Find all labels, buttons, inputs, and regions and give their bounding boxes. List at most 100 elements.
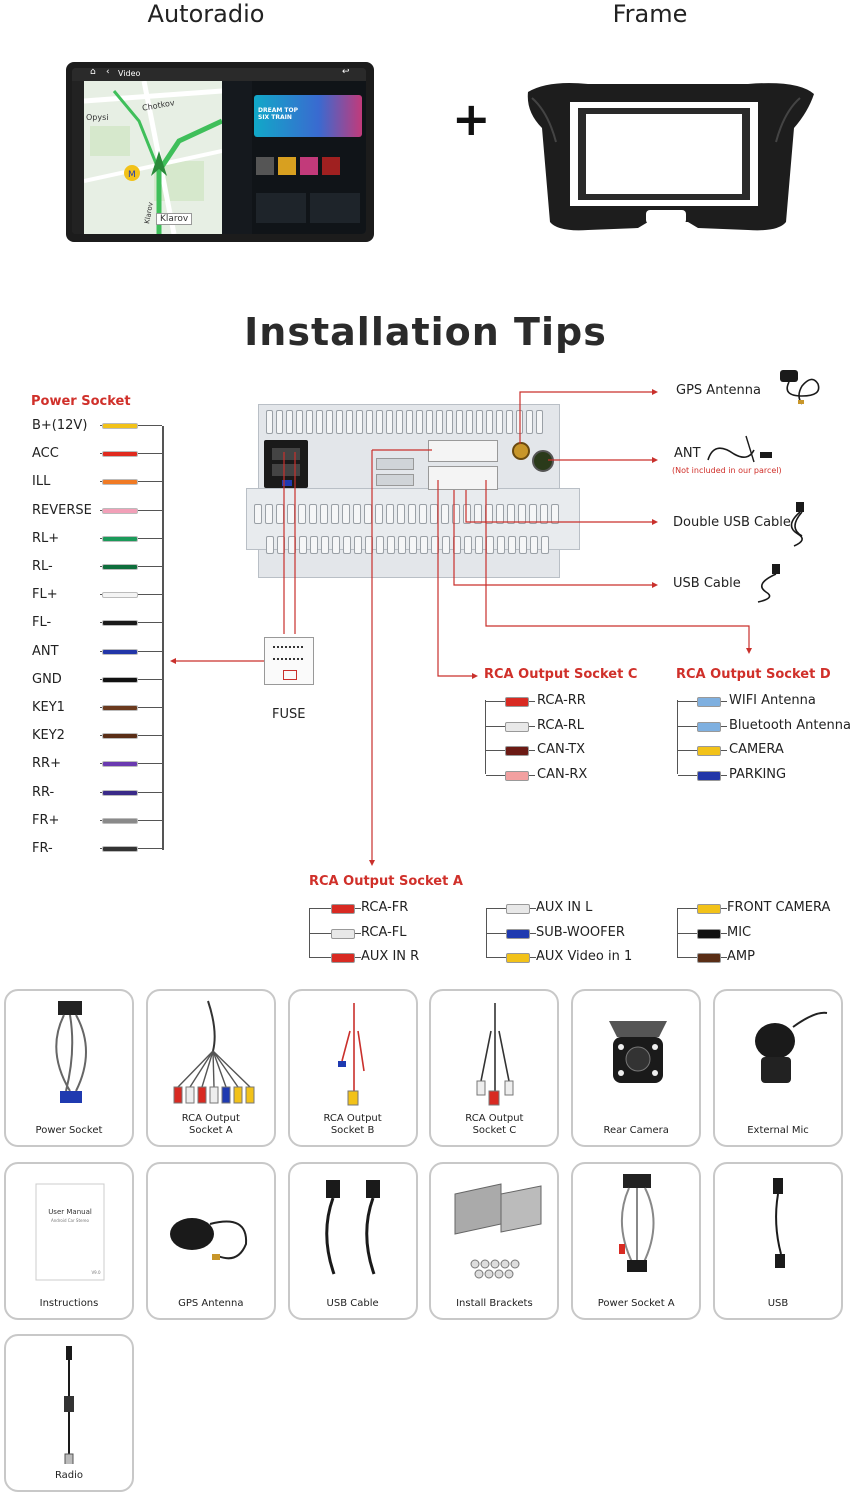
vent-slot: [476, 410, 483, 434]
double-usb-cable-icon: [790, 502, 804, 547]
screen-status-bar: ⌂ ‹ Video ↩: [72, 68, 366, 81]
vent-slot: [496, 504, 504, 524]
ant-antenna-icon: [707, 435, 772, 463]
rca-socket-c-title: RCA Output Socket C: [484, 667, 638, 682]
vent-slot: [406, 410, 413, 434]
vent-slot: [463, 504, 471, 524]
svg-text:Android Car Stereo: Android Car Stereo: [51, 1218, 89, 1223]
rca-socket-d-title: RCA Output Socket D: [676, 667, 831, 682]
home-icon[interactable]: ⌂: [90, 68, 96, 77]
fuse-block: [264, 637, 314, 685]
album-thumb[interactable]: [300, 157, 318, 175]
vent-slot: [266, 410, 273, 434]
vent-slot: [419, 504, 427, 524]
svg-text:User Manual: User Manual: [48, 1208, 92, 1216]
map-roads: M: [84, 81, 222, 234]
vent-slot: [441, 504, 449, 524]
double-usb-label: Double USB Cable: [673, 515, 791, 530]
wire-color-swatch: [102, 817, 138, 824]
vent-slot: [376, 410, 383, 434]
vent-slot: [452, 504, 460, 524]
vent-slot: [496, 410, 503, 434]
install-brackets-icon: [454, 1183, 542, 1279]
rca-wire-label: Bluetooth Antenna: [729, 717, 851, 733]
vent-slot: [296, 410, 303, 434]
playlist-panel[interactable]: [256, 193, 306, 223]
vent-slot: [376, 536, 384, 554]
accessory-label: Instructions: [39, 1298, 99, 1309]
vent-slot: [426, 410, 433, 434]
wire-color-swatch: [102, 564, 138, 570]
album-thumb[interactable]: [256, 157, 274, 175]
power-wire-label: RL-: [32, 559, 53, 574]
vent-slot: [298, 504, 306, 524]
vent-slot: [321, 536, 329, 554]
rear-camera-icon: [609, 1021, 668, 1083]
rca-socket-a-icon: [173, 1000, 255, 1104]
vent-slot: [507, 504, 515, 524]
navigation-map[interactable]: M Chotkov Opysi Klarov Klarov: [84, 81, 222, 234]
music-banner[interactable]: DREAM TOP SIX TRAIN: [254, 95, 362, 137]
vent-slot: [366, 410, 373, 434]
music-banner-text: DREAM TOP SIX TRAIN: [258, 107, 298, 121]
vent-slot: [342, 504, 350, 524]
vent-slot: [436, 410, 443, 434]
power-wire-label: FR+: [32, 812, 60, 828]
rca-a-bracket: [309, 908, 310, 958]
vent-slot: [398, 536, 406, 554]
vent-slot: [332, 536, 340, 554]
svg-text:M: M: [128, 170, 136, 180]
wire-color-swatch: [102, 535, 138, 542]
accessory-card-external-mic: External Mic: [713, 989, 843, 1147]
vent-slot: [530, 536, 538, 554]
wire-color-swatch: [102, 789, 138, 796]
rca-plug-icon: [697, 697, 721, 707]
vent-slot: [456, 410, 463, 434]
back-chevron-icon[interactable]: ‹: [106, 68, 110, 77]
rca-plug-icon: [505, 770, 529, 781]
svg-text:V9.0: V9.0: [91, 1270, 101, 1275]
vent-slot: [526, 410, 533, 434]
radio-antenna-jack[interactable]: [532, 450, 554, 472]
rca-wire-label: CAN-RX: [537, 766, 588, 782]
frame-label: Frame: [612, 0, 688, 28]
accessory-card-power-socket: Power Socket: [4, 989, 134, 1147]
vent-slot: [265, 504, 273, 524]
radio-unit-back: [246, 404, 580, 578]
vent-slot: [409, 536, 417, 554]
mount-clip: [376, 458, 414, 470]
album-thumb[interactable]: [322, 157, 340, 175]
vent-slot: [397, 504, 405, 524]
power-socket-icon: [55, 1001, 87, 1103]
gps-antenna-jack[interactable]: [512, 442, 530, 460]
music-app[interactable]: DREAM TOP SIX TRAIN: [222, 81, 366, 234]
rca-plug-icon: [505, 721, 529, 732]
vent-slot: [309, 504, 317, 524]
rca-connector-bottom[interactable]: [428, 466, 498, 490]
return-icon[interactable]: ↩: [342, 68, 350, 77]
vent-slot: [386, 504, 394, 524]
connection-lines: [170, 389, 752, 866]
power-wire-label: REVERSE: [32, 502, 92, 518]
wire-color-swatch: [102, 507, 138, 514]
map-label-klarov: Klarov: [156, 213, 193, 225]
vent-slot: [474, 504, 482, 524]
unit-vents: [266, 410, 556, 436]
accessory-card-rear-camera: Rear Camera: [571, 989, 702, 1147]
accessory-card-power-socket-a: Power Socket A: [571, 1162, 702, 1320]
rca-connector-top[interactable]: [428, 440, 498, 462]
rca-a-bracket: [677, 908, 678, 958]
vent-slot: [254, 504, 262, 524]
power-connector[interactable]: [264, 440, 308, 488]
album-thumb[interactable]: [278, 157, 296, 175]
vent-slot: [354, 536, 362, 554]
vent-slot: [442, 536, 450, 554]
accessory-card-usb: USB: [713, 1162, 843, 1320]
map-label-opysi: Opysi: [86, 113, 109, 122]
rca-wire-label: MIC: [727, 924, 752, 940]
playlist-panel[interactable]: [310, 193, 360, 223]
vent-slot: [346, 410, 353, 434]
ant-label: ANT: [674, 446, 701, 461]
